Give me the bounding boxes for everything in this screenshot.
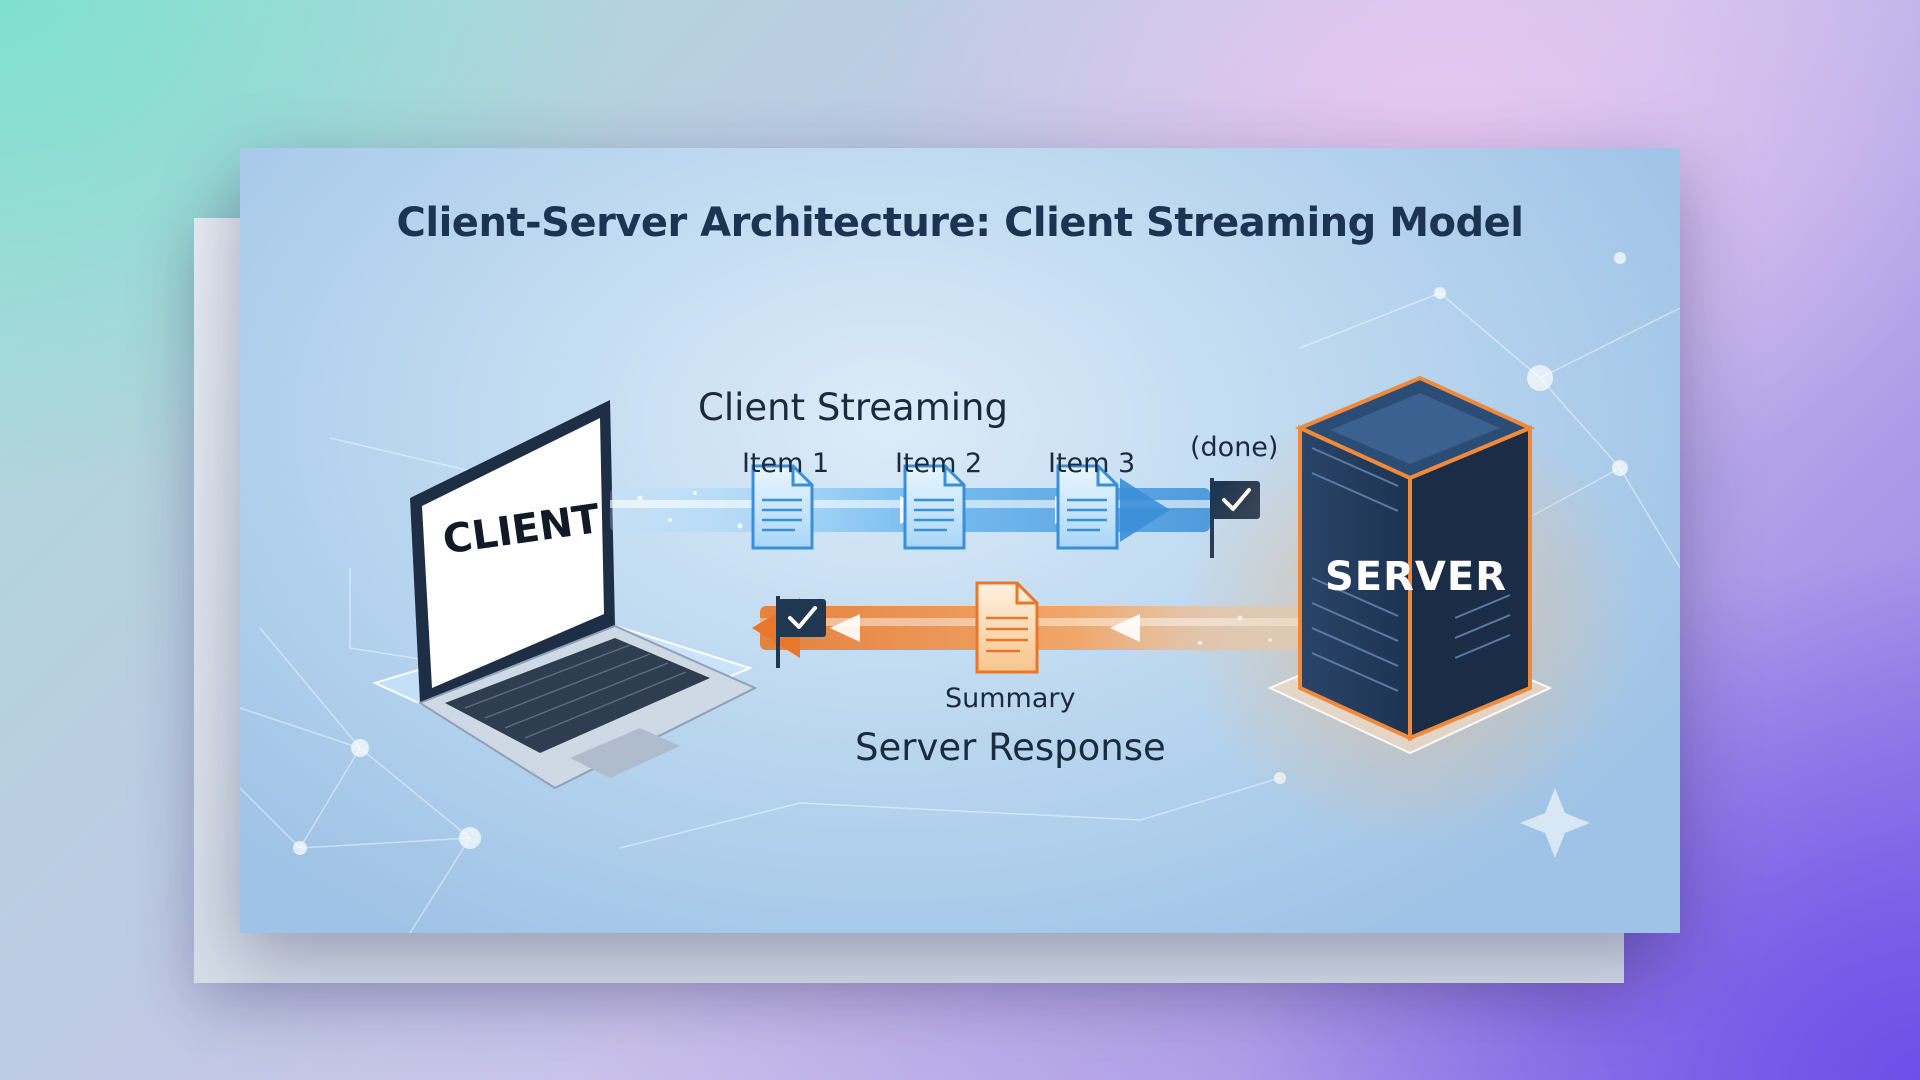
item-2-label: Item 2 (895, 448, 983, 479)
server-rack-icon (1294, 375, 1536, 742)
laptop-icon (410, 400, 758, 790)
document-icon-summary (975, 581, 1039, 674)
summary-label: Summary (945, 683, 1076, 714)
document-icon-item-2 (903, 464, 966, 550)
stream-heading: Client Streaming (698, 386, 1008, 429)
item-3-label: Item 3 (1048, 448, 1136, 479)
page-title: Client-Server Architecture: Client Strea… (396, 200, 1524, 246)
done-label: (done) (1190, 432, 1279, 463)
diagram-canvas (240, 252, 1680, 933)
item-1-label: Item 1 (742, 448, 830, 479)
response-heading: Server Response (855, 726, 1166, 769)
server-label: SERVER (1325, 554, 1508, 600)
network-lines (240, 292, 1680, 933)
document-icon-item-1 (751, 464, 814, 550)
diagram-slide: Client-Server Architecture: Client Strea… (240, 148, 1680, 933)
sparkle-icon (1520, 788, 1590, 858)
document-icon-item-3 (1056, 464, 1119, 550)
response-check-flag-icon (776, 596, 826, 668)
